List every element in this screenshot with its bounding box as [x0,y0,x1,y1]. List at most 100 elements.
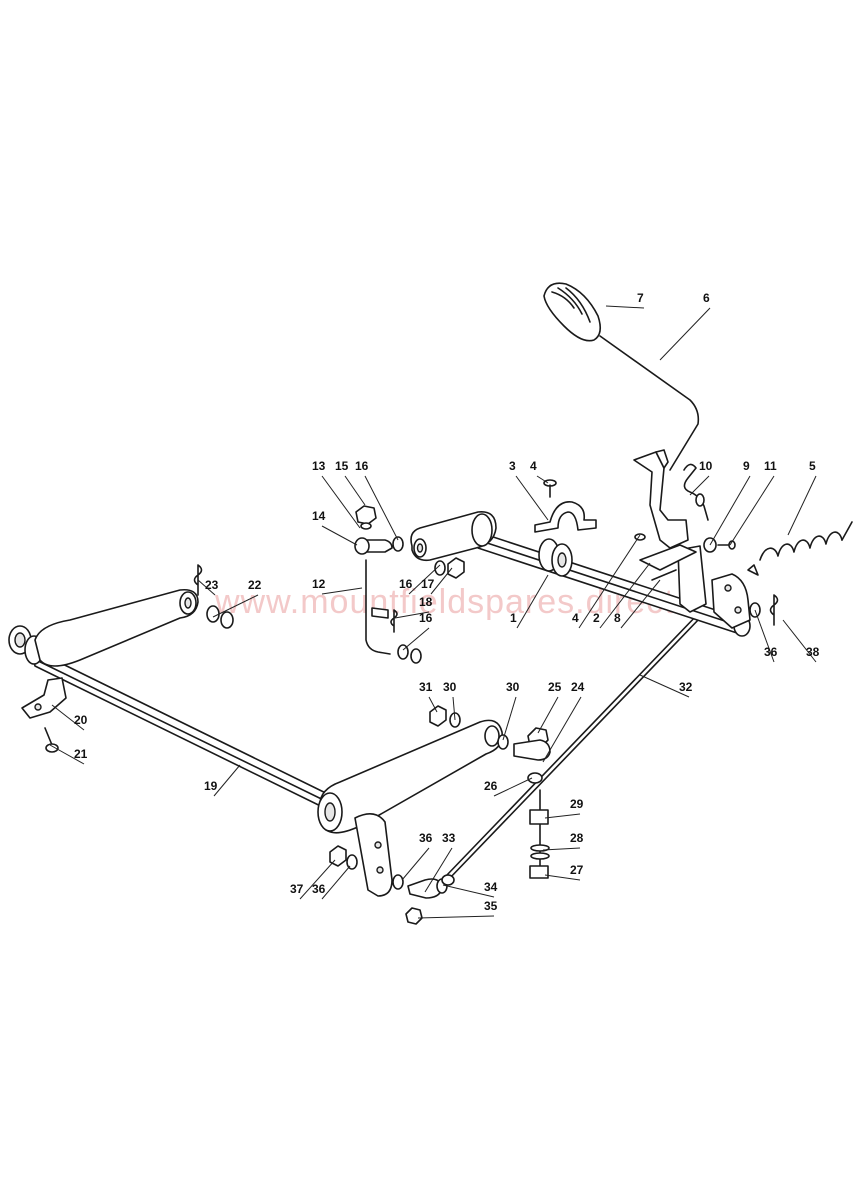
callout-number: 35 [484,899,498,913]
leader-line [542,847,581,851]
leader-line [689,475,710,496]
callout-number: 29 [570,797,584,811]
callout-number: 16 [399,577,413,591]
r-clip-right [769,594,779,626]
callout-number: 36 [419,831,433,845]
callout-number: 37 [290,882,304,896]
leader-line [537,696,559,734]
leader-line [408,564,441,595]
leader-line [321,587,363,595]
leader-line [787,475,817,536]
leader-line [542,696,582,763]
leader-line [299,859,336,900]
leader-line [729,475,775,546]
leader-line [394,611,430,619]
tension-spring [747,521,853,576]
callout-number: 28 [570,831,584,845]
leader-line [639,674,690,698]
callout-number: 14 [312,509,326,523]
callout-number: 34 [484,880,498,894]
callout-number: 19 [204,779,218,793]
callout-number: 3 [509,459,516,473]
callout-number: 18 [419,595,433,609]
callout-number: 16 [355,459,369,473]
leader-line [321,865,351,900]
callout-number: 21 [74,747,88,761]
callout-number: 30 [506,680,520,694]
leader-line [321,525,358,546]
callout-number: 26 [484,779,498,793]
callout-number: 31 [419,680,433,694]
callout-number: 2 [593,611,600,625]
callout-number: 9 [743,459,750,473]
leader-line [442,884,495,898]
right-end-bracket [711,573,761,629]
leader-line [452,696,456,721]
left-washers [206,605,234,629]
callout-number: 36 [764,645,778,659]
callout-number: 4 [572,611,579,625]
callout-number: 12 [312,577,326,591]
callout-number: 6 [703,291,710,305]
leader-line [515,475,549,521]
leader-line [428,696,438,713]
lever-pivot-bracket [634,533,707,613]
r-clip-rod [390,609,398,633]
adjusting-bolt-stack [513,727,551,879]
leader-line [424,847,453,893]
rod-washers [397,557,465,664]
leader-line [321,475,361,529]
leader-line [364,475,399,541]
callout-number: 23 [205,578,219,592]
callout-number: 16 [419,611,433,625]
callout-number: 4 [530,459,537,473]
leader-line [212,594,259,618]
callout-number: 10 [699,459,713,473]
leader-line [51,704,85,731]
leader-line [709,475,751,546]
callout-number: 30 [443,680,457,694]
callout-number: 32 [679,680,693,694]
callout-number: 36 [312,882,326,896]
bracket-screw [44,727,59,753]
connecting-rod [441,613,701,886]
callout-number: 33 [442,831,456,845]
leader-line [659,307,711,361]
leader-line [578,534,641,629]
callout-number: 17 [421,577,435,591]
callout-number: 38 [806,645,820,659]
leader-line [344,475,366,506]
upper-left-hardware [354,505,404,555]
lever-knob [543,282,602,342]
callout-number: 11 [764,459,777,473]
right-lift-arm [317,719,503,834]
leader-line [401,847,430,881]
callout-number: 5 [809,459,816,473]
leader-line [782,619,817,663]
leader-line [493,777,533,797]
callout-number: 27 [570,863,584,877]
leader-line [197,579,216,596]
callout-number: 20 [74,713,88,727]
watermark-text: www.mountfieldspares.direct [214,583,675,621]
leader-line [430,567,453,595]
leader-line [536,475,549,484]
lower-plate-bracket [354,813,393,897]
leader-line [605,305,645,309]
callout-number: 13 [312,459,326,473]
left-bracket [21,677,67,719]
leader-line [599,562,651,629]
leader-line [516,574,549,629]
upper-lift-arm [410,511,497,562]
leader-line [417,915,495,919]
leader-line [544,874,581,881]
clamp-screw [543,479,557,498]
left-lift-arm [34,588,199,667]
callout-number: 24 [571,680,585,694]
callout-number: 22 [248,578,262,592]
leader-line [49,744,85,765]
leader-line [620,579,661,629]
torsion-spring [683,463,709,521]
